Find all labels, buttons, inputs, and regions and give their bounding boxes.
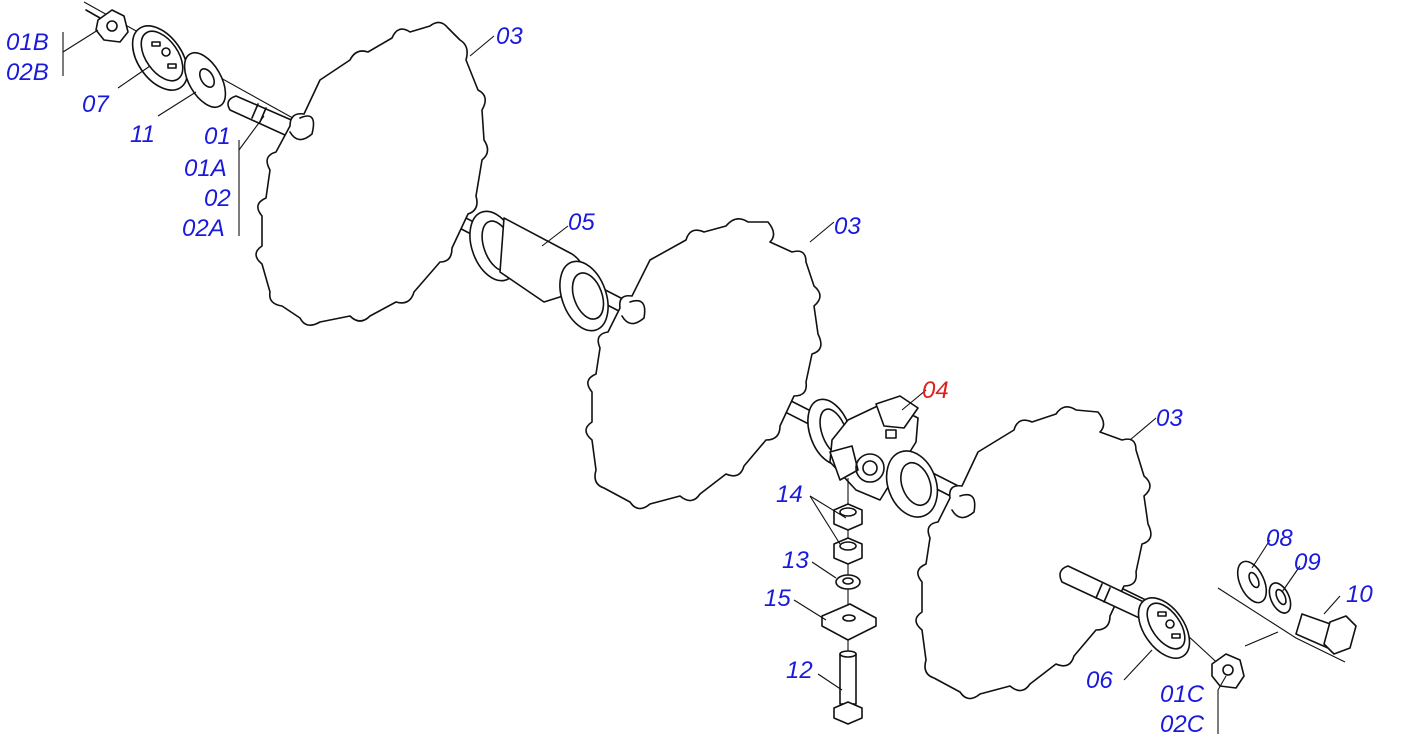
disc-03-middle	[585, 218, 822, 510]
label-13: 13	[782, 547, 809, 574]
label-09: 09	[1294, 549, 1321, 576]
label-01b: 01B	[6, 29, 49, 56]
part-11-washer	[183, 52, 227, 108]
label-14: 14	[776, 481, 803, 508]
label-02c: 02C	[1160, 711, 1205, 738]
part-01b-hub	[85, 9, 129, 43]
label-11: 11	[130, 121, 155, 148]
disc-03-upper	[255, 21, 489, 326]
part-04-bearing-housing	[807, 395, 939, 518]
part-15-plate	[821, 603, 877, 641]
label-07: 07	[82, 91, 110, 118]
label-05: 05	[568, 209, 595, 236]
part-12-bolt	[833, 650, 863, 725]
part-14-nut-upper	[833, 503, 863, 531]
label-04: 04	[922, 377, 949, 404]
label-12: 12	[786, 657, 813, 684]
part-06-flange	[1137, 597, 1191, 659]
bolt-assembly-guide	[1217, 587, 1346, 663]
label-01: 01	[204, 123, 231, 150]
part-01c-hub	[1211, 653, 1245, 689]
label-01a: 01A	[184, 155, 227, 182]
disc-03-lower	[915, 406, 1152, 700]
part-14-nut-lower	[833, 537, 863, 565]
part-13-washer	[835, 574, 861, 590]
label-02b: 02B	[6, 59, 49, 86]
label-01c: 01C	[1160, 681, 1205, 708]
part-07-flange	[131, 25, 189, 91]
label-02a: 02A	[182, 215, 225, 242]
part-10-bolt	[1295, 613, 1357, 655]
label-03-upper: 03	[496, 23, 523, 50]
label-03-middle: 03	[834, 213, 861, 240]
label-15: 15	[764, 585, 791, 612]
part-05-spacer	[469, 210, 609, 332]
part-labels: 01B 02B 07 11 01 01A 02 02A 03 05 03 04 …	[6, 23, 1373, 738]
label-08: 08	[1266, 525, 1293, 552]
part-08-washer	[1236, 560, 1268, 604]
label-06: 06	[1086, 667, 1113, 694]
label-03-lower: 03	[1156, 405, 1183, 432]
label-02: 02	[204, 185, 231, 212]
part-09-lock-washer	[1268, 582, 1292, 614]
leader-lines	[62, 29, 1341, 734]
label-10: 10	[1346, 581, 1373, 608]
